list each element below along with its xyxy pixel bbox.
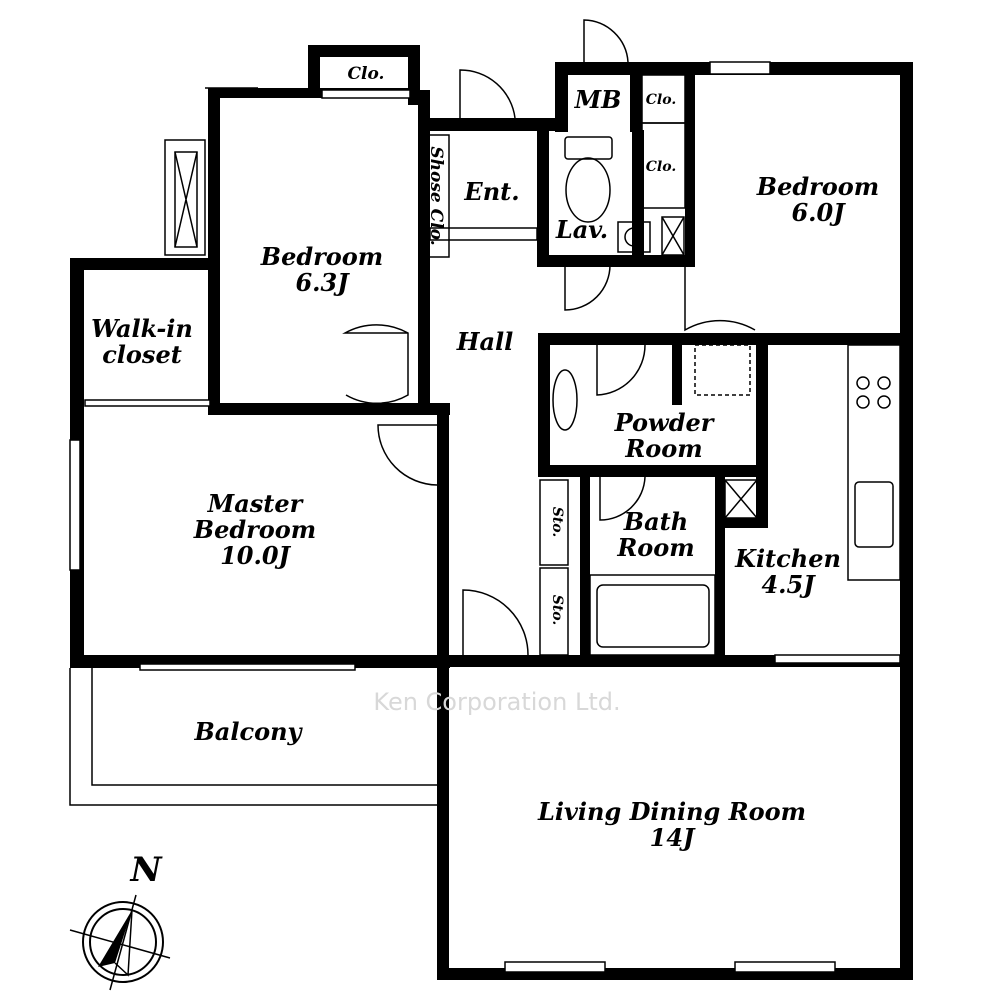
closet-right-2-label: Clo. bbox=[645, 159, 677, 175]
powder-room-label: Powder Room bbox=[614, 408, 714, 463]
room-name: Bedroom bbox=[756, 172, 880, 201]
room-name: Living Dining Room bbox=[537, 797, 807, 826]
entrance-label: Ent. bbox=[464, 177, 520, 206]
closet-right-1-label: Clo. bbox=[645, 92, 677, 108]
hall-label: Hall bbox=[456, 327, 514, 356]
storage-1-label: Sto. bbox=[549, 506, 565, 538]
room-size: 14J bbox=[649, 823, 695, 852]
watermark: Ken Corporation Ltd. bbox=[373, 688, 621, 716]
closet-top-label: Clo. bbox=[347, 64, 385, 84]
fixtures bbox=[69, 19, 901, 973]
meter-box-label: MB bbox=[574, 85, 622, 114]
walk-in-closet-label: Walk-in closet bbox=[91, 314, 193, 369]
lavatory-label: Lav. bbox=[555, 215, 609, 244]
bath-room-label: Bath Room bbox=[617, 507, 695, 562]
room-size: 10.0J bbox=[220, 541, 290, 570]
balcony-label: Balcony bbox=[194, 717, 302, 746]
room-size: 4.5J bbox=[761, 570, 815, 599]
shoe-closet-label: Shose Clo. bbox=[426, 146, 446, 246]
room-size: 6.0J bbox=[791, 198, 845, 227]
compass-rose bbox=[69, 894, 171, 991]
room-name: Master Bedroom bbox=[193, 489, 317, 544]
compass-north-label: N bbox=[130, 850, 162, 890]
storage-2-label: Sto. bbox=[549, 594, 565, 626]
room-size: 6.3J bbox=[295, 268, 349, 297]
room-name: Kitchen bbox=[735, 544, 841, 573]
room-name: Bedroom bbox=[260, 242, 384, 271]
